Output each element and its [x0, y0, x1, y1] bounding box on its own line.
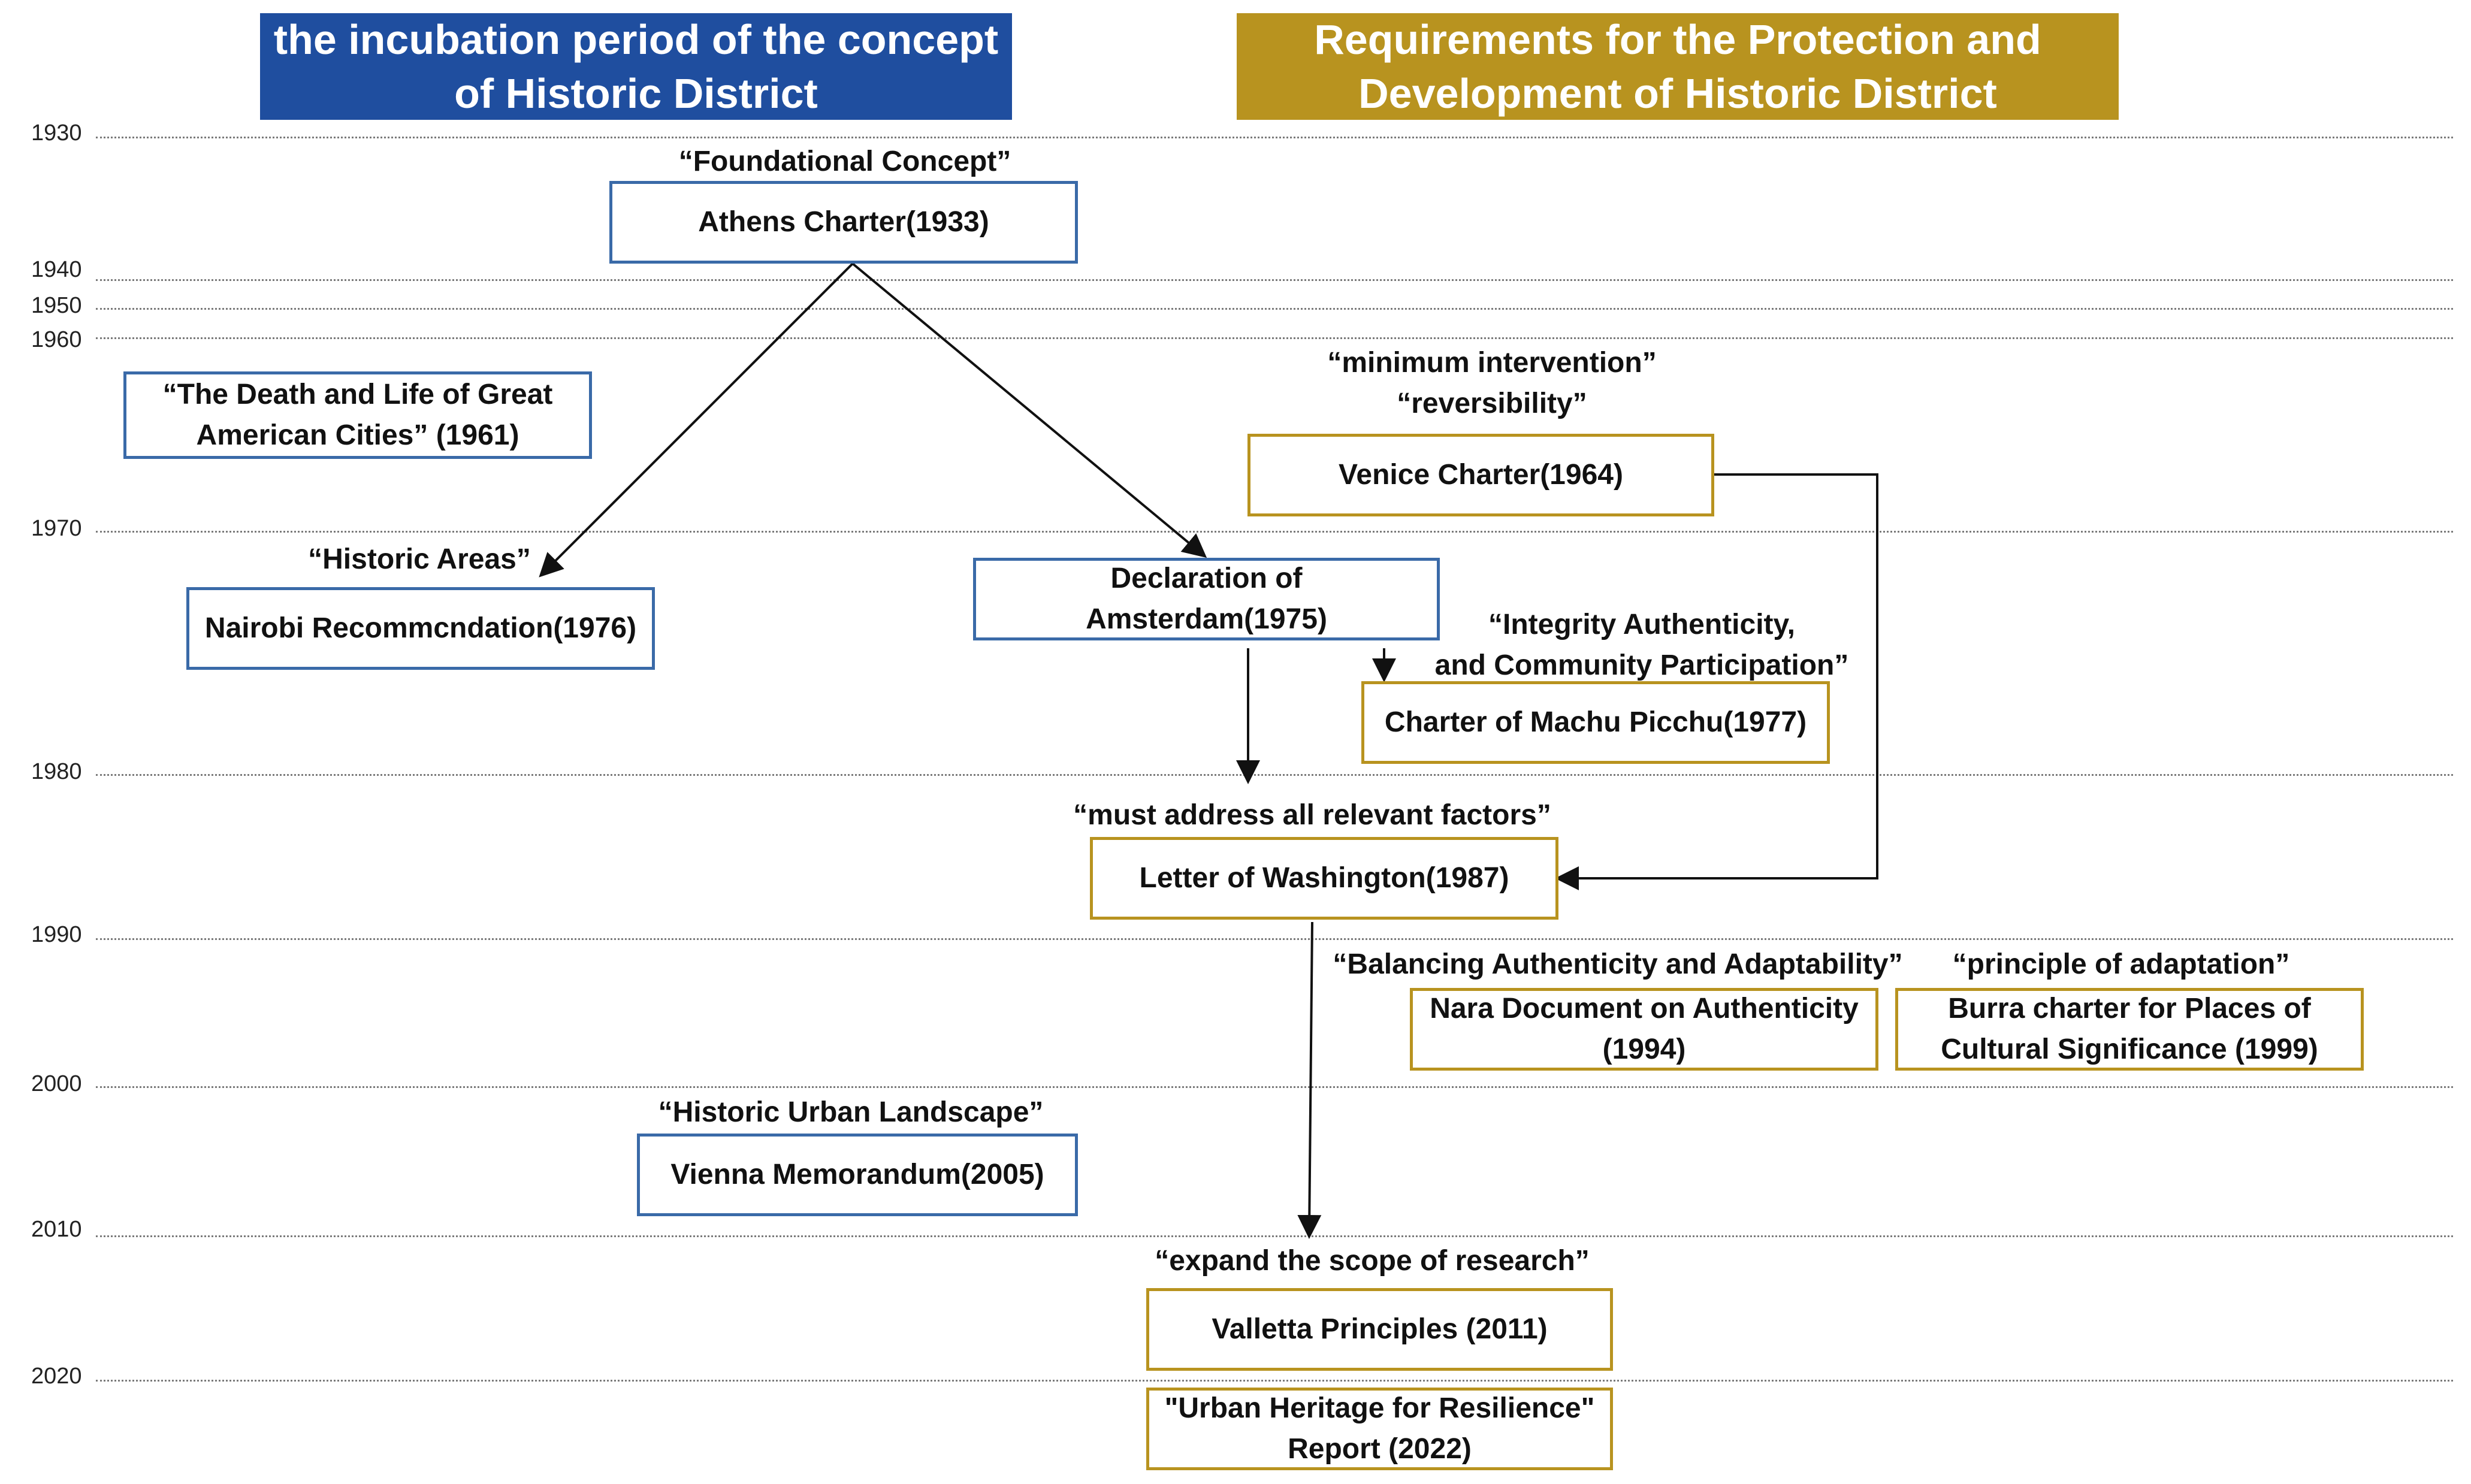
gridline-1990 — [96, 938, 2453, 940]
year-label-2020: 2020 — [31, 1364, 82, 1389]
doc-letter-washington: Letter of Washington(1987) — [1090, 837, 1558, 920]
doc-burra-charter: Burra charter for Places of Cultural Sig… — [1895, 988, 2364, 1071]
doc-athens-charter-label: Athens Charter(1933) — [698, 206, 989, 238]
year-label-1960: 1960 — [31, 327, 82, 352]
doc-nairobi-recommendation-label: Nairobi Recommcndation(1976) — [204, 612, 637, 644]
quote-balancing-authenticity: “Balancing Authenticity and Adaptability… — [1333, 948, 1903, 980]
year-label-2000: 2000 — [31, 1071, 82, 1096]
header-incubation-period: the incubation period of the concept of … — [260, 13, 1012, 120]
year-label-1940: 1940 — [31, 257, 82, 282]
year-label-2010: 2010 — [31, 1217, 82, 1242]
doc-vienna-memorandum-label: Vienna Memorandum(2005) — [670, 1159, 1044, 1190]
year-label-1970: 1970 — [31, 516, 82, 541]
quote-historic-urban-landscape: “Historic Urban Landscape” — [658, 1096, 1044, 1128]
quote-foundational-concept: “Foundational Concept” — [678, 146, 1011, 177]
doc-nairobi-recommendation: Nairobi Recommcndation(1976) — [186, 587, 655, 670]
gridline-1940 — [96, 279, 2453, 281]
doc-nara-document-label: Nara Document on Authenticity (1994) — [1430, 993, 1859, 1065]
gridline-1980 — [96, 774, 2453, 776]
arrow-athens-to-amsterdam — [851, 262, 1207, 558]
doc-declaration-amsterdam: Declaration of Amsterdam(1975) — [973, 558, 1440, 640]
doc-vienna-memorandum: Vienna Memorandum(2005) — [637, 1134, 1078, 1216]
gridline-1930 — [96, 137, 2453, 138]
doc-valletta-principles-label: Valletta Principles (2011) — [1212, 1313, 1548, 1345]
gridline-2020 — [96, 1380, 2453, 1382]
quote-integrity-authenticity: “Integrity Authenticity, and Community P… — [1434, 609, 1849, 681]
year-label-1950: 1950 — [31, 293, 82, 318]
quote-all-relevant-factors: “must address all relevant factors” — [1073, 799, 1551, 831]
doc-death-and-life-label: “The Death and Life of Great American Ci… — [162, 379, 553, 451]
year-label-1980: 1980 — [31, 759, 82, 784]
doc-charter-machu-picchu: Charter of Machu Picchu(1977) — [1361, 681, 1830, 764]
quote-historic-areas: “Historic Areas” — [308, 543, 531, 575]
header-protection-requirements-text: Requirements for the Protection and Deve… — [1314, 16, 2041, 117]
header-incubation-period-text: the incubation period of the concept of … — [273, 16, 999, 117]
doc-venice-charter-label: Venice Charter(1964) — [1339, 459, 1623, 491]
gridline-1950 — [96, 308, 2453, 310]
doc-letter-washington-label: Letter of Washington(1987) — [1139, 862, 1509, 894]
quote-expand-scope: “expand the scope of research” — [1155, 1245, 1590, 1277]
quote-principle-of-adaptation: “principle of adaptation” — [1952, 948, 2290, 980]
quote-minimum-intervention: “minimum intervention” “reversibility” — [1327, 347, 1657, 419]
doc-athens-charter: Athens Charter(1933) — [609, 181, 1078, 264]
doc-burra-charter-label: Burra charter for Places of Cultural Sig… — [1941, 993, 2318, 1065]
doc-valletta-principles: Valletta Principles (2011) — [1146, 1288, 1613, 1371]
year-label-1990: 1990 — [31, 922, 82, 947]
doc-urban-heritage-report: "Urban Heritage for Resilience" Report (… — [1146, 1388, 1613, 1470]
header-protection-requirements: Requirements for the Protection and Deve… — [1237, 13, 2119, 120]
doc-venice-charter: Venice Charter(1964) — [1247, 434, 1714, 516]
doc-charter-machu-picchu-label: Charter of Machu Picchu(1977) — [1384, 706, 1807, 738]
doc-urban-heritage-report-label: "Urban Heritage for Resilience" Report (… — [1164, 1392, 1595, 1465]
gridline-2000 — [96, 1086, 2453, 1088]
gridline-1960 — [96, 337, 2453, 339]
gridline-1970 — [96, 531, 2453, 533]
year-label-1930: 1930 — [31, 120, 82, 146]
doc-declaration-amsterdam-label: Declaration of Amsterdam(1975) — [1086, 563, 1327, 635]
doc-death-and-life: “The Death and Life of Great American Ci… — [123, 371, 592, 459]
gridline-2010 — [96, 1235, 2453, 1237]
doc-nara-document: Nara Document on Authenticity (1994) — [1410, 988, 1878, 1071]
